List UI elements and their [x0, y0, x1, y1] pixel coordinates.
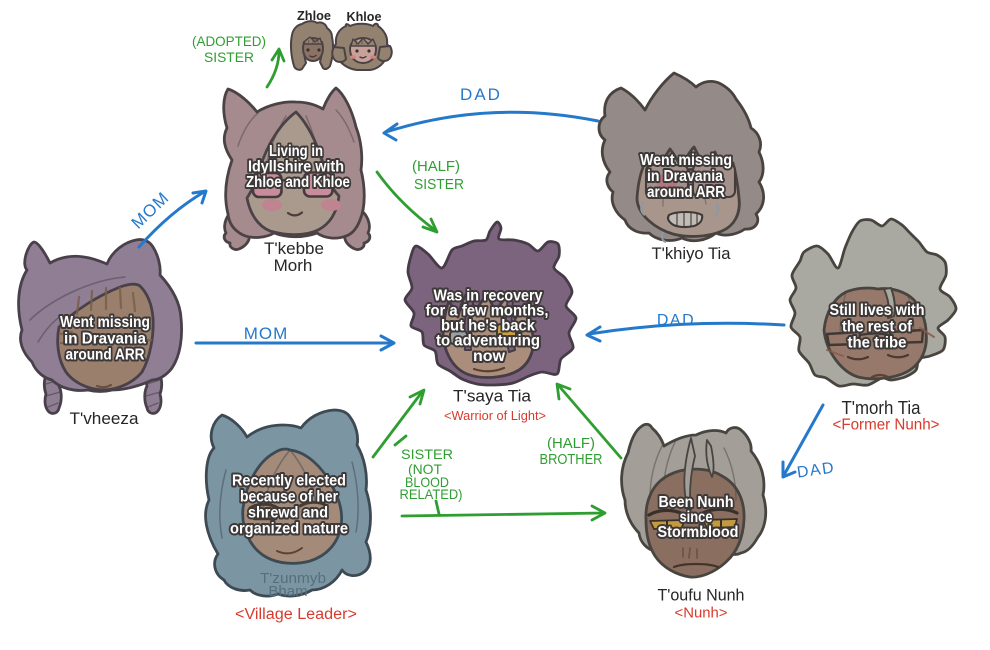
svg-text:Was in recovery: Was in recovery [434, 288, 543, 305]
svg-text:in Dravania: in Dravania [647, 168, 723, 185]
svg-text:BROTHER: BROTHER [540, 452, 603, 468]
svg-text:T'zunmyb: T'zunmyb [260, 570, 326, 587]
svg-text:<Former Nunh>: <Former Nunh> [833, 417, 940, 434]
svg-text:the rest of: the rest of [842, 319, 913, 336]
svg-text:Khloe: Khloe [347, 10, 382, 24]
svg-text:SISTER: SISTER [401, 446, 453, 462]
svg-text:around ARR: around ARR [66, 347, 145, 364]
svg-text:around ARR: around ARR [647, 184, 725, 201]
svg-text:but he's back: but he's back [441, 318, 535, 335]
svg-text:now: now [473, 348, 506, 365]
svg-text:Been Nunh: Been Nunh [659, 494, 734, 511]
svg-text:MOM: MOM [244, 324, 289, 343]
svg-text:<Village Leader>: <Village Leader> [235, 606, 357, 623]
svg-text:DAD: DAD [657, 312, 695, 329]
svg-text:<Warrior of Light>: <Warrior of Light> [444, 408, 546, 423]
svg-text:T'khiyo Tia: T'khiyo Tia [652, 244, 732, 263]
svg-text:T'saya Tia: T'saya Tia [453, 387, 532, 406]
svg-text:Went missing: Went missing [640, 152, 732, 169]
svg-text:<Nunh>: <Nunh> [675, 606, 728, 622]
svg-text:Still lives with: Still lives with [830, 302, 925, 319]
svg-text:to adventuring: to adventuring [436, 333, 540, 350]
svg-text:T'oufu Nunh: T'oufu Nunh [658, 586, 745, 605]
svg-text:in Dravania: in Dravania [64, 331, 146, 348]
svg-text:(HALF): (HALF) [547, 436, 595, 452]
svg-text:since: since [680, 509, 713, 526]
svg-text:DAD: DAD [796, 459, 836, 481]
svg-text:Zhloe: Zhloe [297, 9, 331, 23]
svg-text:Recently elected: Recently elected [232, 473, 346, 490]
svg-text:organized nature: organized nature [230, 521, 348, 538]
svg-text:T'kebbe: T'kebbe [264, 239, 324, 258]
svg-text:DAD: DAD [460, 85, 502, 104]
svg-text:Stormblood: Stormblood [658, 524, 739, 541]
svg-text:SISTER: SISTER [414, 177, 464, 193]
svg-text:Went missing: Went missing [60, 314, 150, 331]
svg-text:the tribe: the tribe [848, 335, 907, 352]
svg-text:BLOOD: BLOOD [405, 474, 449, 490]
svg-text:for a few months,: for a few months, [426, 303, 549, 320]
svg-text:(NOT: (NOT [408, 461, 442, 477]
svg-text:T'vheeza: T'vheeza [70, 409, 140, 428]
svg-text:RELATED): RELATED) [400, 486, 463, 502]
svg-text:Idyllshire with: Idyllshire with [248, 159, 344, 176]
svg-text:SISTER: SISTER [204, 49, 254, 65]
svg-text:Zhloe and Khloe: Zhloe and Khloe [246, 174, 350, 191]
svg-text:shrewd and: shrewd and [248, 505, 328, 522]
svg-text:(HALF): (HALF) [412, 158, 460, 175]
svg-text:(ADOPTED): (ADOPTED) [192, 33, 266, 49]
svg-text:Bham: Bham [268, 583, 307, 600]
svg-text:Living in: Living in [269, 143, 323, 160]
svg-text:Morh: Morh [274, 256, 313, 275]
svg-text:because of her: because of her [240, 489, 338, 506]
svg-text:T'morh Tia: T'morh Tia [842, 398, 922, 418]
